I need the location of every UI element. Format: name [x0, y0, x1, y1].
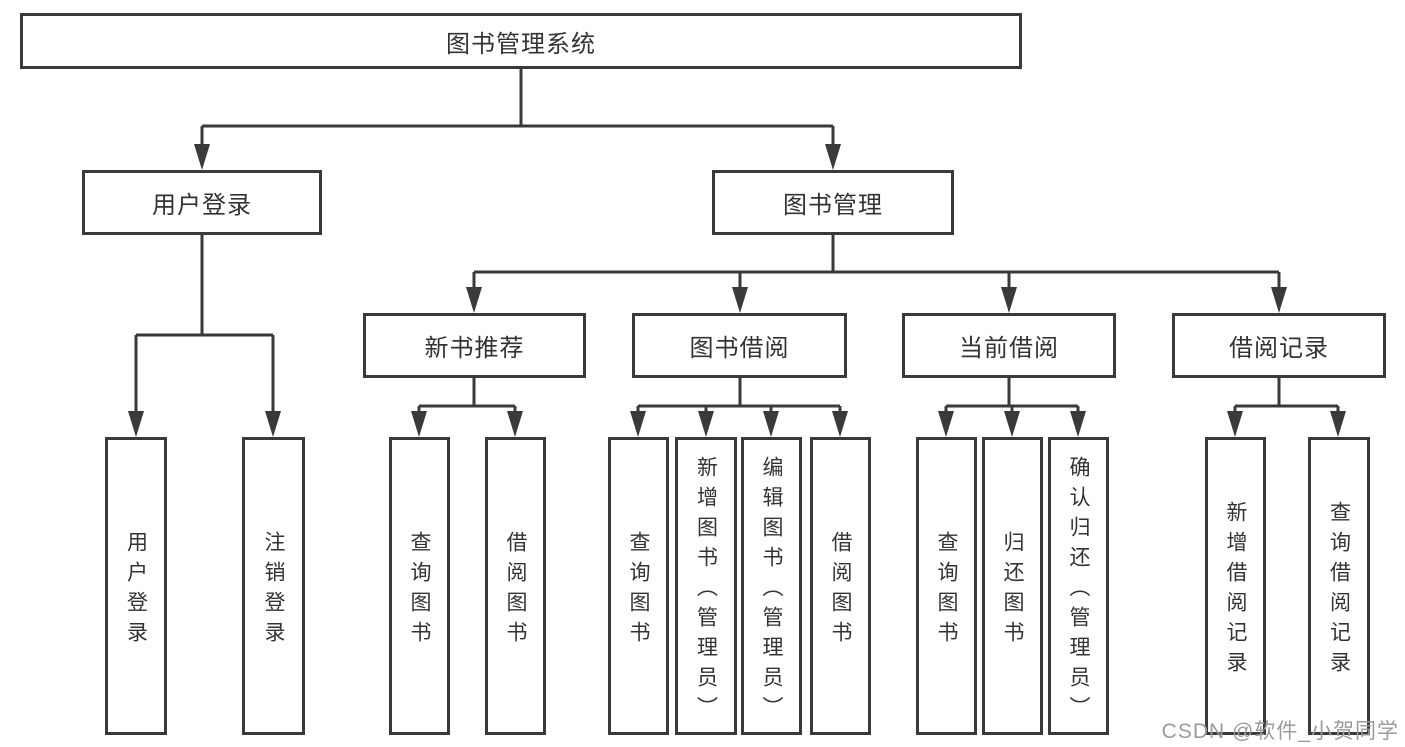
node-library-management-system: 图书管理系统 [20, 13, 1022, 69]
leaf-return-book: 归还图书 [982, 437, 1043, 735]
node-current-borrow: 当前借阅 [902, 313, 1116, 378]
leaf-query-borrow-record: 查询借阅记录 [1308, 437, 1370, 735]
leaf-edit-book-admin: 编辑图书（管理员） [741, 437, 802, 735]
csdn-watermark: CSDN @软件_小贺同学 [1161, 720, 1399, 743]
leaf-logout-login: 注销登录 [242, 437, 305, 735]
node-user-login: 用户登录 [82, 170, 322, 235]
leaf-borrow-book: 借阅图书 [810, 437, 871, 735]
node-borrow-records: 借阅记录 [1172, 313, 1386, 378]
leaf-confirm-return-admin: 确认归还（管理员） [1048, 437, 1109, 735]
node-new-book-recommend: 新书推荐 [363, 313, 586, 378]
leaf-user-login: 用户登录 [105, 437, 167, 735]
leaf-borrow-book-recommend: 借阅图书 [485, 437, 546, 735]
leaf-add-borrow-record: 新增借阅记录 [1205, 437, 1266, 735]
leaf-query-book-recommend: 查询图书 [389, 437, 450, 735]
node-book-borrow: 图书借阅 [632, 313, 847, 378]
leaf-query-book-borrow: 查询图书 [608, 437, 669, 735]
leaf-query-book-current: 查询图书 [916, 437, 977, 735]
leaf-add-book-admin: 新增图书（管理员） [675, 437, 737, 735]
node-book-management: 图书管理 [712, 170, 954, 235]
